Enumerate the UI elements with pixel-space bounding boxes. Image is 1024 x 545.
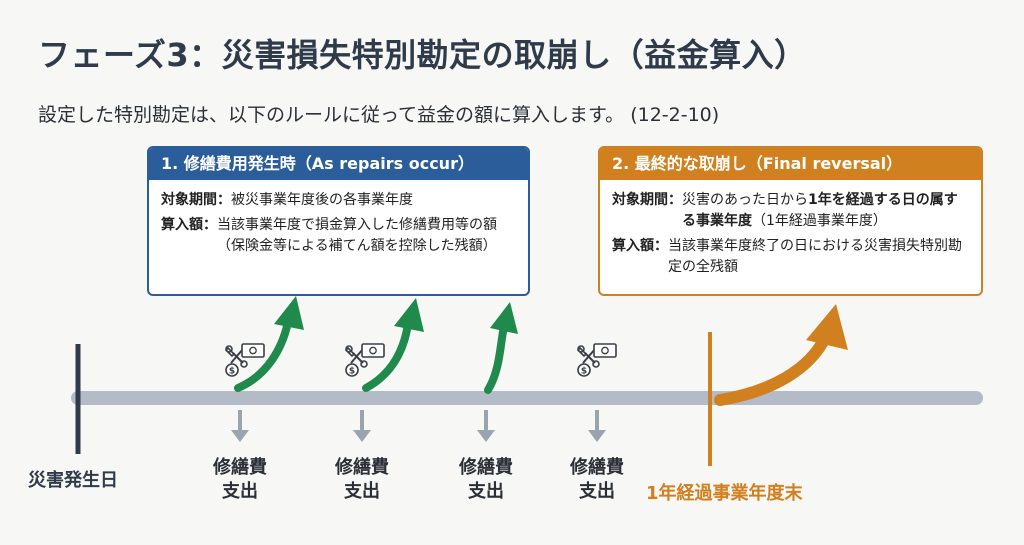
expense-down-arrow-1 xyxy=(231,410,249,442)
final-reversal-arrow xyxy=(714,304,848,406)
final-reversal-box: 2. 最終的な取崩し（Final reversal） 対象期間： 災害のあった日… xyxy=(598,146,983,296)
income-arrow-green-1 xyxy=(234,296,304,392)
period-value: 災害のあった日から1年を経過する日の属する事業年度（1年経過事業年度） xyxy=(682,192,958,229)
expense-label-1: 修繕費支出 xyxy=(213,457,267,502)
repairs-occur-header: 1. 修繕費用発生時（As repairs occur） xyxy=(149,148,528,180)
final-reversal-header: 2. 最終的な取崩し（Final reversal） xyxy=(600,148,981,180)
expense-label-4: 修繕費支出 xyxy=(570,457,624,502)
period-label: 対象期間： xyxy=(161,192,231,208)
income-arrow-green-2 xyxy=(362,298,424,392)
page-title: フェーズ3：災害損失特別勘定の取崩し（益金算入） xyxy=(38,36,807,74)
period-label: 対象期間： xyxy=(612,192,682,208)
expense-down-arrow-2 xyxy=(353,410,371,442)
period-value: 被災事業年度後の各事業年度 xyxy=(231,192,413,208)
repairs-occur-box: 1. 修繕費用発生時（As repairs occur） 対象期間： 被災事業年… xyxy=(147,146,530,296)
expense-label-3: 修繕費支出 xyxy=(459,457,513,502)
amount-label: 算入額： xyxy=(161,217,217,233)
amount-label: 算入額： xyxy=(612,238,668,254)
amount-value: 当該事業年度で損金算入した修繕費用等の額（保険金等による補てん額を控除した残額） xyxy=(217,217,497,254)
disaster-date-label: 災害発生日 xyxy=(28,470,118,491)
expense-down-arrow-4 xyxy=(588,410,606,442)
repair-money-icon xyxy=(577,343,617,378)
repair-money-icon xyxy=(345,343,385,378)
amount-value: 当該事業年度終了の日における災害損失特別勘定の全残額 xyxy=(668,238,962,275)
expense-down-arrow-3 xyxy=(477,410,495,442)
expense-label-2: 修繕費支出 xyxy=(335,457,389,502)
page-subtitle: 設定した特別勘定は、以下のルールに従って益金の額に算入します。 (12-2-10… xyxy=(38,104,720,126)
one-year-end-label: 1年経過事業年度末 xyxy=(646,483,803,504)
income-arrow-green-3 xyxy=(484,302,518,394)
